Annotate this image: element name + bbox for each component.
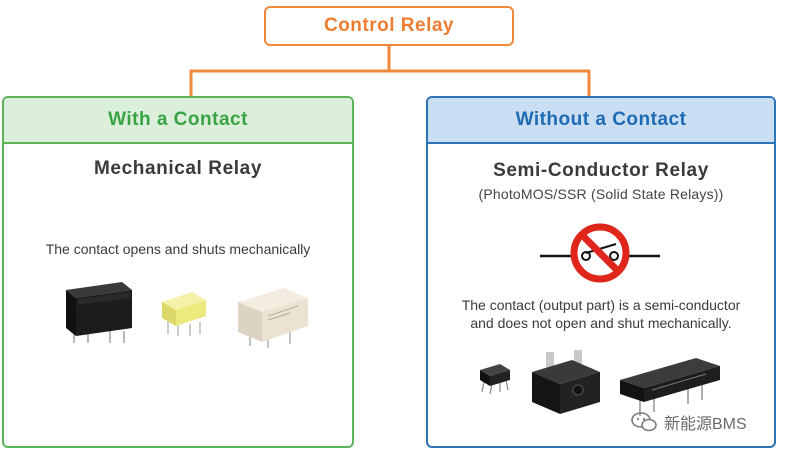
semiconductor-description-line-1: The contact (output part) is a semi-cond…	[461, 297, 741, 313]
with-contact-card: With a Contact Mechanical Relay The cont…	[2, 96, 354, 448]
black-relay-image	[66, 282, 132, 343]
semiconductor-relay-subtitle: (PhotoMOS/SSR (Solid State Relays))	[478, 186, 724, 202]
watermark-text: 新能源BMS	[664, 416, 747, 433]
mechanical-relay-description: The contact opens and shuts mechanically	[45, 241, 311, 257]
semiconductor-description-line-2: and does not open and shut mechanically.	[470, 315, 732, 331]
square-ssr-image	[532, 350, 600, 414]
without-contact-card: Without a Contact Semi-Conductor Relay (…	[426, 96, 776, 448]
tree-connector	[189, 46, 591, 96]
with-contact-header-label: With a Contact	[108, 109, 248, 130]
long-ssr-image	[620, 358, 720, 416]
without-contact-header-label: Without a Contact	[515, 109, 687, 130]
control-relay-box: Control Relay	[264, 6, 514, 46]
beige-relay-image	[238, 288, 308, 348]
no-contact-symbol-icon	[540, 223, 660, 283]
without-contact-header: Without a Contact	[428, 98, 774, 144]
wechat-icon	[631, 412, 657, 432]
with-contact-header: With a Contact	[4, 98, 352, 144]
photomos-chip-image	[480, 364, 510, 395]
yellow-relay-image	[162, 292, 206, 336]
mechanical-relay-title: Mechanical Relay	[93, 158, 262, 179]
root-label: Control Relay	[323, 15, 455, 36]
semiconductor-relay-title: Semi-Conductor Relay	[493, 160, 709, 181]
wechat-watermark: 新能源BMS	[630, 410, 747, 434]
